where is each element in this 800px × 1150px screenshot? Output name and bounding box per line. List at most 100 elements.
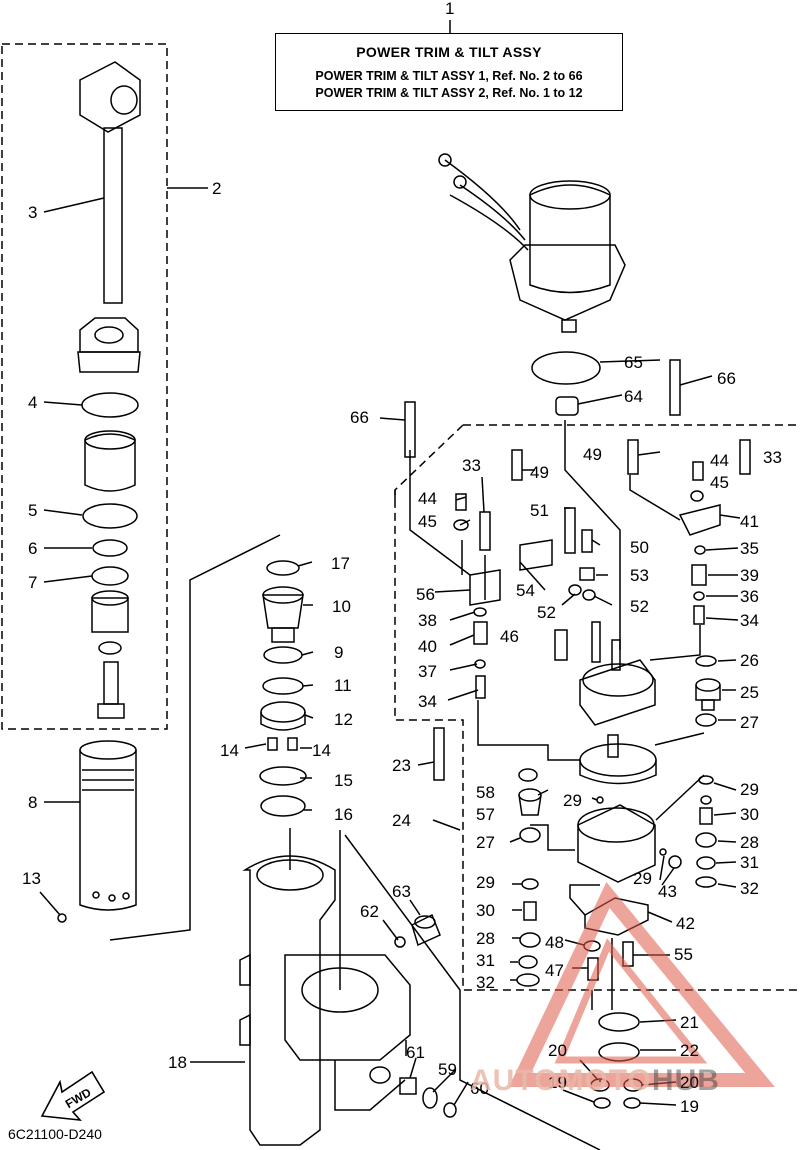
bolt-51 xyxy=(564,507,576,554)
spring-30-left xyxy=(523,901,537,921)
o-ring-6 xyxy=(92,539,128,557)
callout-34: 34 xyxy=(418,692,437,711)
watermark-logo-icon xyxy=(508,882,775,1087)
o-ring-62 xyxy=(394,936,406,948)
bolt-66-right xyxy=(669,359,681,416)
o-ring-32-left xyxy=(516,973,540,987)
ball-35 xyxy=(694,545,706,555)
bolt-head xyxy=(97,703,125,719)
washer-45-right xyxy=(690,490,704,502)
callout-48: 48 xyxy=(545,933,564,952)
title-box-line2: POWER TRIM & TILT ASSY 2, Ref. No. 1 to … xyxy=(315,86,583,100)
spool-52a xyxy=(568,584,582,596)
callout-59: 59 xyxy=(438,1060,457,1079)
bolt-49-left xyxy=(511,449,523,481)
callout-14: 14 xyxy=(220,741,239,760)
callout-52: 52 xyxy=(630,597,649,616)
callout-3: 3 xyxy=(28,203,37,222)
ball-43 xyxy=(668,855,682,869)
bolt-66-left xyxy=(404,401,416,458)
callout-62: 62 xyxy=(360,902,379,921)
title-box: POWER TRIM & TILT ASSY POWER TRIM & TILT… xyxy=(275,33,623,111)
ring-27-left xyxy=(519,827,541,843)
seal-21 xyxy=(598,1012,640,1032)
callout-35: 35 xyxy=(740,539,759,558)
callout-16: 16 xyxy=(334,805,353,824)
ball-29-mid xyxy=(596,796,604,804)
callout-41: 41 xyxy=(740,512,759,531)
ring-31-left xyxy=(518,955,538,969)
watermark-part1: AUTOMOTO xyxy=(470,1064,652,1097)
spring-30-right xyxy=(699,807,713,825)
callout-27: 27 xyxy=(476,833,495,852)
piston-12-part xyxy=(260,701,306,731)
watermark-part2: HUB xyxy=(651,1064,720,1097)
callout-44: 44 xyxy=(418,489,437,508)
valve-part xyxy=(91,590,129,633)
ball-29-small xyxy=(659,848,667,856)
callout-19: 19 xyxy=(680,1097,699,1116)
callout-51: 51 xyxy=(530,501,549,520)
callout-21: 21 xyxy=(680,1013,699,1032)
callout-50: 50 xyxy=(630,538,649,557)
callout-7: 7 xyxy=(28,573,37,592)
callout-47: 47 xyxy=(545,961,564,980)
piston-part xyxy=(84,430,136,492)
o-ring-5 xyxy=(82,503,138,529)
callout-36: 36 xyxy=(740,587,759,606)
bolt-49-right xyxy=(627,439,639,475)
plug-63-part xyxy=(411,913,441,947)
callout-26: 26 xyxy=(740,651,759,670)
bracket-56 xyxy=(469,569,501,606)
callout-15: 15 xyxy=(334,771,353,790)
callout-46: 46 xyxy=(500,627,519,646)
callout-57: 57 xyxy=(476,805,495,824)
callout-45: 45 xyxy=(418,512,437,531)
diagram-code: 6C21100-D240 xyxy=(8,1126,102,1142)
callout-49: 49 xyxy=(530,463,549,482)
callout-19: 19 xyxy=(548,1073,567,1092)
ring-17 xyxy=(266,560,300,576)
callout-40: 40 xyxy=(418,637,437,656)
coupling-64 xyxy=(555,396,579,416)
callout-1: 1 xyxy=(445,0,454,18)
ring-19-right xyxy=(623,1097,641,1109)
washer-45-left xyxy=(453,519,469,531)
callout-52: 52 xyxy=(537,603,556,622)
ring-19-left xyxy=(593,1097,611,1109)
callout-29: 29 xyxy=(476,873,495,892)
callout-34: 34 xyxy=(740,611,759,630)
callout-29: 29 xyxy=(740,780,759,799)
spool-53 xyxy=(579,567,595,581)
ball-38 xyxy=(473,607,487,617)
pin-34-right xyxy=(693,605,705,625)
callout-30: 30 xyxy=(740,805,759,824)
callout-29: 29 xyxy=(633,869,652,888)
leader-lines xyxy=(39,197,741,1106)
callout-24: 24 xyxy=(392,811,411,830)
watermark-text: AUTOMOTOHUB xyxy=(470,1064,720,1098)
callout-61: 61 xyxy=(406,1043,425,1062)
callout-30: 30 xyxy=(476,901,495,920)
callout-12: 12 xyxy=(334,710,353,729)
ring-7 xyxy=(91,566,129,586)
callout-9: 9 xyxy=(334,643,343,662)
bolt-33-right xyxy=(739,439,751,475)
washer-part xyxy=(98,641,122,655)
valve-25 xyxy=(695,678,721,711)
ball-13 xyxy=(57,913,67,923)
pump-housing-lower xyxy=(577,804,656,883)
callout-56: 56 xyxy=(416,585,435,604)
callout-17: 17 xyxy=(331,554,350,573)
pump-gear-plate xyxy=(579,734,657,785)
callout-20: 20 xyxy=(680,1073,699,1092)
washer-15 xyxy=(259,766,307,786)
callout-6: 6 xyxy=(28,539,37,558)
callout-14: 14 xyxy=(312,741,331,760)
callout-18: 18 xyxy=(168,1053,187,1072)
valve-54 xyxy=(519,539,553,571)
callout-10: 10 xyxy=(332,597,351,616)
cylinder-housing-part xyxy=(239,855,411,1146)
